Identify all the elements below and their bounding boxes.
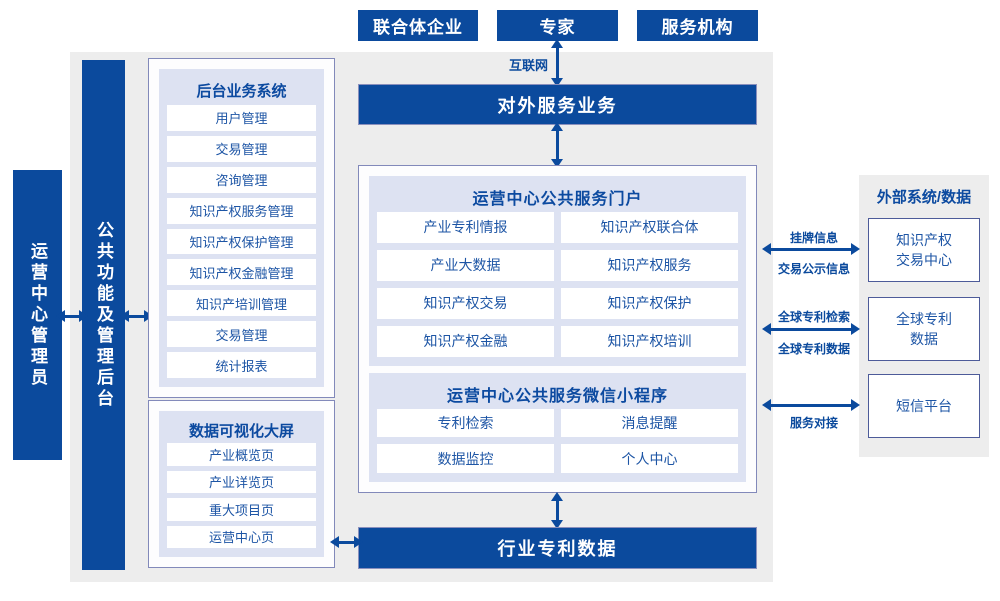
portal-item-ip-consortium: 知识产权联合体 [561,212,738,243]
miniapp-title: 运营中心公共服务微信小程序 [446,387,668,405]
link-label-service-connection: 服务对接 [789,416,838,430]
backend-title: 后台业务系统 [196,82,287,100]
backend-item-consult-mgmt: 咨询管理 [167,166,316,193]
link-label-global-patent-data: 全球专利数据 [777,342,850,356]
double-arrow-internet [551,39,563,87]
external-system-sms-platform: 短信平台 [868,374,980,438]
portal-item-ip-trade: 知识产权交易 [377,287,554,319]
actor-consortium-enterprises: 联合体企业 [358,10,478,41]
dashboard-item-industry-detail: 产业详览页 [167,470,316,493]
portal-item-ip-protection: 知识产权保护 [561,287,738,319]
dashboard-items: 产业概览页 产业详览页 重大项目页 运营中心页 [167,443,316,548]
backend-item-ip-service-mgmt: 知识产权服务管理 [167,197,316,224]
portal-item-industry-bigdata: 产业大数据 [377,249,554,281]
portal-items: 产业专利情报 知识产权联合体 产业大数据 知识产权服务 知识产权交易 知识产权保… [377,212,738,357]
link-label-listing-info: 挂牌信息 [789,231,838,245]
actor-service-agencies: 服务机构 [637,10,758,41]
common-functions-backend-bar: 公共功能及管理后台 [82,60,125,570]
dashboard-item-operations-center: 运营中心页 [167,525,316,548]
industry-patent-data-bar: 行业专利数据 [358,527,757,569]
portal-panel: 运营中心公共服务门户 产业专利情报 知识产权联合体 产业大数据 知识产权服务 知… [369,176,746,366]
miniapp-panel: 运营中心公共服务微信小程序 专利检索 消息提醒 数据监控 个人中心 [369,372,746,482]
portal-item-ip-finance: 知识产权金融 [377,325,554,357]
double-arrow-service-portal [551,122,563,168]
miniapp-item-patent-search: 专利检索 [377,408,554,438]
backend-item-user-mgmt: 用户管理 [167,105,316,131]
double-arrow-sms-platform [762,399,860,411]
miniapp-items: 专利检索 消息提醒 数据监控 个人中心 [377,408,738,473]
external-system-ip-trading-center: 知识产权 交易中心 [868,218,980,282]
link-label-trade-publicity-info: 交易公示信息 [777,262,850,276]
double-arrow-common-backend [120,310,153,322]
backend-item-ip-finance-mgmt: 知识产权金融管理 [167,259,316,286]
portal-title: 运营中心公共服务门户 [472,191,643,208]
external-systems-title: 外部系统/数据 [876,189,972,206]
miniapp-item-personal-center: 个人中心 [561,444,738,473]
double-arrow-portal-industry [551,492,563,529]
backend-item-statistics-report: 统计报表 [167,352,316,379]
public-service-box: 运营中心公共服务门户 产业专利情报 知识产权联合体 产业大数据 知识产权服务 知… [358,165,757,493]
external-system-global-patent-data: 全球专利 数据 [868,297,980,361]
backend-item-ip-training-mgmt: 知识产培训管理 [167,290,316,317]
miniapp-item-message-alert: 消息提醒 [561,408,738,438]
miniapp-item-data-monitor: 数据监控 [377,444,554,473]
double-arrow-admin-common [56,310,88,322]
backend-item-ip-protection-mgmt: 知识产权保护管理 [167,228,316,255]
double-arrow-dashboard-industry [330,536,363,548]
dashboard-item-industry-overview: 产业概览页 [167,443,316,466]
backend-business-system-box: 后台业务系统 用户管理 交易管理 咨询管理 知识产权服务管理 知识产权保护管理 … [148,58,335,398]
dashboard-item-major-projects: 重大项目页 [167,498,316,521]
external-service-bar: 对外服务业务 [358,84,757,125]
backend-item-trade-mgmt-2: 交易管理 [167,321,316,348]
dashboard-title: 数据可视化大屏 [188,422,294,440]
portal-item-patent-intelligence: 产业专利情报 [377,212,554,243]
dashboard-panel: 数据可视化大屏 产业概览页 产业详览页 重大项目页 运营中心页 [159,411,324,557]
data-visualization-box: 数据可视化大屏 产业概览页 产业详览页 重大项目页 运营中心页 [148,400,335,568]
double-arrow-global-patent-data [762,323,860,335]
backend-panel: 后台业务系统 用户管理 交易管理 咨询管理 知识产权服务管理 知识产权保护管理 … [159,69,324,387]
operations-center-admin-bar: 运营中心管理员 [13,170,62,460]
internet-label: 互联网 [508,58,548,73]
portal-item-ip-service: 知识产权服务 [561,249,738,281]
backend-item-trade-mgmt: 交易管理 [167,135,316,162]
portal-item-ip-training: 知识产权培训 [561,325,738,357]
backend-items: 用户管理 交易管理 咨询管理 知识产权服务管理 知识产权保护管理 知识产权金融管… [167,105,316,379]
actor-experts: 专家 [497,10,618,41]
link-label-global-patent-search: 全球专利检索 [777,310,850,324]
double-arrow-ip-trading-center [762,243,860,255]
